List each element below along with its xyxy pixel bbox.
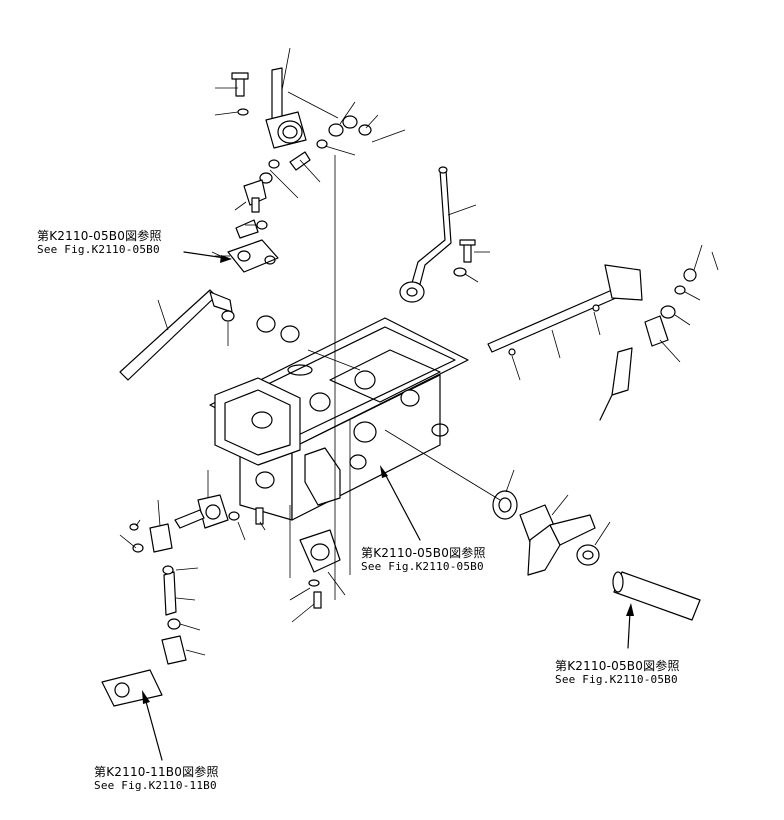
- lower-right-shaft: [492, 490, 701, 621]
- reference-note-ja: 第K2110-11B0図参照: [94, 765, 219, 779]
- reference-note-center: 第K2110-05B0図参照 See Fig.K2110-05B0: [361, 546, 486, 574]
- shift-lever: [399, 166, 476, 303]
- reference-note-en: See Fig.K2110-05B0: [361, 560, 484, 573]
- reference-note-top-left: 第K2110-05B0図参照 See Fig.K2110-05B0: [37, 229, 162, 257]
- reference-note-ja: 第K2110-05B0図参照: [361, 546, 486, 560]
- reference-note-en: See Fig.K2110-05B0: [37, 243, 160, 256]
- reference-note-en: See Fig.K2110-05B0: [555, 673, 678, 686]
- reference-note-ja: 第K2110-05B0図参照: [37, 229, 162, 243]
- right-shaft-assembly: [487, 264, 697, 421]
- reference-note-ja: 第K2110-05B0図参照: [555, 659, 680, 673]
- left-lever: [119, 289, 300, 381]
- reference-note-bottom-left: 第K2110-11B0図参照 See Fig.K2110-11B0: [94, 765, 219, 793]
- reference-note-right: 第K2110-05B0図参照 See Fig.K2110-05B0: [555, 659, 680, 687]
- lower-left-assembly: [101, 494, 341, 707]
- reference-arrows: [142, 251, 634, 761]
- top-lever-assembly: [227, 67, 372, 273]
- leader-lines: [119, 47, 719, 656]
- reference-note-en: See Fig.K2110-11B0: [94, 779, 217, 792]
- transmission-case: [209, 317, 469, 521]
